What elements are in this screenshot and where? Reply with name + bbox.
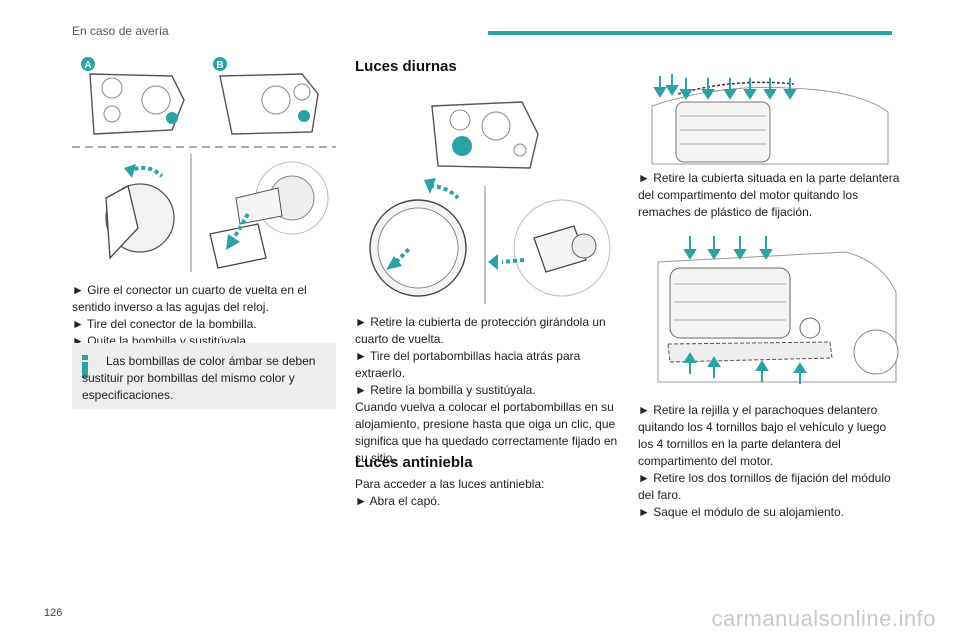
section-header: En caso de avería	[72, 24, 169, 38]
engine-cover-illustration	[651, 74, 889, 165]
header-accent-bar	[488, 31, 892, 35]
label-a: A	[84, 60, 91, 71]
right-steps: ► Retire la rejilla y el parachoques del…	[638, 402, 900, 521]
middle-step-3: ► Retire la bombilla y sustitúyala.	[355, 383, 536, 397]
left-step-2: ► Tire del conector de la bombilla.	[72, 317, 257, 331]
left-steps: ► Gire el conector un cuarto de vuelta e…	[72, 282, 338, 350]
info-box: Las bombillas de color ámbar se deben su…	[72, 343, 336, 409]
section-title-luces-diurnas: Luces diurnas	[355, 58, 457, 75]
divider-vertical	[190, 154, 192, 272]
right-step-2: ► Retire la rejilla y el parachoques del…	[638, 403, 887, 468]
dashed-divider	[72, 146, 336, 148]
label-b: B	[216, 60, 223, 71]
fog-step: ► Abra el capó.	[355, 494, 441, 508]
footer-watermark: carmanualsonline.info	[711, 606, 936, 631]
drl-headlamp-illustration	[431, 101, 539, 169]
info-icon	[82, 355, 88, 379]
left-step-1: ► Gire el conector un cuarto de vuelta e…	[72, 283, 307, 314]
right-step-3: ► Retire los dos tornillos de fijación d…	[638, 471, 891, 502]
headlamp-b-illustration: B	[213, 57, 319, 135]
middle-steps: ► Retire la cubierta de protección girán…	[355, 314, 623, 467]
fog-intro: Para acceder a las luces antiniebla:	[355, 477, 545, 491]
page-number: 126	[44, 607, 63, 619]
divider-vertical-middle	[484, 186, 486, 304]
headlamp-a-illustration: A	[81, 57, 185, 135]
cover-removal-illustration	[369, 178, 467, 297]
right-step-1: ► Retire la cubierta situada en la parte…	[638, 171, 900, 219]
bumper-illustration	[657, 236, 899, 384]
bulbholder-illustration	[488, 199, 611, 297]
right-step-4: ► Saque el módulo de su alojamiento.	[638, 505, 845, 519]
middle-fog-text: Para acceder a las luces antiniebla: ► A…	[355, 476, 623, 510]
connector-illustration	[105, 164, 175, 260]
middle-note: Cuando vuelva a colocar el portabombilla…	[355, 400, 618, 465]
middle-step-1: ► Retire la cubierta de protección girán…	[355, 315, 606, 346]
middle-step-2: ► Tire del portabombillas hacia atrás pa…	[355, 349, 581, 380]
bulb-removal-illustration	[209, 161, 329, 269]
section-title-luces-antiniebla: Luces antiniebla	[355, 454, 473, 471]
info-text: Las bombillas de color ámbar se deben su…	[82, 354, 316, 402]
